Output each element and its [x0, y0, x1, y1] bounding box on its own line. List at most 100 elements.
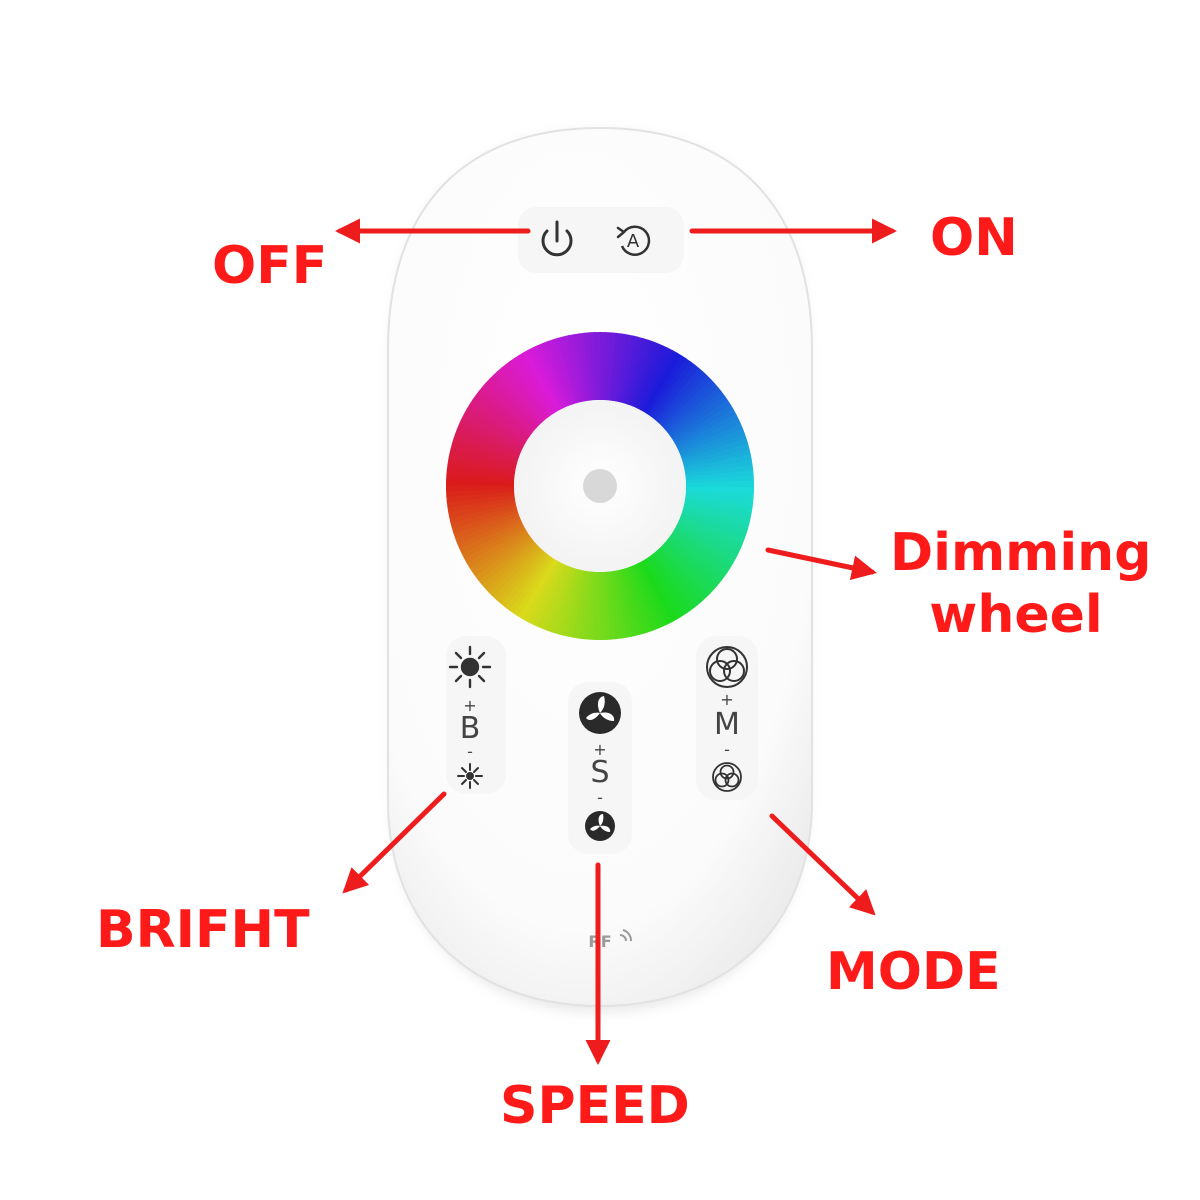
speed-minus: - — [597, 788, 603, 807]
wheel-segment — [665, 387, 723, 434]
wheel-segment — [626, 339, 654, 406]
wheel-segment — [552, 337, 577, 405]
wheel-segment — [663, 382, 719, 432]
wheel-segment — [678, 518, 743, 550]
wheel-segment — [665, 538, 722, 586]
wheel-segment — [684, 497, 753, 514]
wheel-segment — [532, 344, 566, 409]
mode-plus: + — [720, 690, 734, 709]
wheel-segment — [551, 567, 577, 635]
wheel-segment — [611, 333, 628, 402]
wheel-segment — [594, 332, 602, 401]
wheel-segment — [527, 347, 563, 411]
wheel-segment — [556, 568, 580, 636]
wheel-segment — [455, 427, 521, 457]
wheel-segment — [531, 563, 566, 627]
mode-down-button[interactable] — [712, 762, 742, 792]
brightness-letter: B — [459, 711, 481, 746]
wheel-segment — [459, 417, 523, 452]
wheel-segment — [572, 570, 589, 639]
wheel-segment — [652, 364, 700, 421]
wheel-segment — [472, 394, 531, 438]
wheel-segment — [677, 520, 741, 555]
power-icon — [541, 220, 573, 257]
speed-down-button[interactable] — [585, 811, 615, 841]
wheel-segment — [449, 447, 517, 469]
wheel-segment — [669, 534, 728, 578]
off-button[interactable] — [533, 216, 581, 264]
sun-small-icon — [457, 763, 483, 789]
wheel-segment — [513, 354, 555, 415]
brightness-plus: + — [463, 696, 477, 715]
wheel-segment — [639, 560, 677, 623]
label-bright: BRIFHT — [96, 900, 310, 960]
wheel-segment — [645, 557, 687, 618]
wheel-segment — [611, 570, 627, 639]
top-button-panel — [518, 207, 684, 273]
wheel-segment — [682, 506, 750, 530]
wheel-segment — [447, 497, 516, 513]
wheel-segment — [453, 432, 520, 460]
wheel-segment — [674, 526, 736, 564]
wheel-segment — [489, 374, 541, 427]
wheel-segment — [466, 528, 528, 568]
wheel-segment — [474, 536, 533, 581]
speed-up-button[interactable] — [579, 692, 621, 734]
wheel-segment — [650, 553, 695, 612]
wheel-segment — [667, 536, 725, 582]
wheel-segment — [634, 345, 669, 409]
wheel-segment — [655, 368, 704, 423]
wheel-segment — [608, 571, 622, 640]
wheel-segment — [684, 453, 752, 472]
wheel-segment — [679, 428, 746, 458]
wheel-segment — [650, 361, 696, 419]
wheel-segment — [637, 561, 673, 625]
wheel-segment — [536, 564, 568, 629]
label-on: ON — [930, 208, 1018, 268]
wheel-segment — [657, 371, 708, 425]
svg-text:A: A — [627, 231, 640, 252]
wheel-segment — [451, 509, 519, 534]
wheel-segment — [447, 458, 516, 475]
wheel-segment — [454, 514, 521, 544]
wheel-segment — [671, 399, 732, 441]
wheel-segment — [446, 491, 515, 503]
wheel-segment — [509, 357, 553, 417]
label-dimming-wheel: Dimming wheel — [890, 523, 1152, 646]
wheel-segment — [614, 570, 633, 638]
label-off: OFF — [212, 236, 328, 296]
wheel-segment — [458, 520, 523, 554]
wheel-segment — [485, 378, 539, 429]
wheel-segment — [471, 533, 531, 577]
on-button[interactable]: A — [609, 216, 657, 264]
wheel-segment — [645, 355, 688, 416]
dimming-wheel[interactable] — [446, 332, 755, 641]
wheel-segment — [512, 556, 555, 617]
brightness-down-button[interactable] — [457, 763, 483, 789]
wheel-segment — [620, 568, 643, 636]
wheel-segment — [667, 391, 726, 436]
brightness-up-button[interactable] — [448, 645, 492, 689]
wheel-segment — [670, 531, 731, 574]
wheel-segment — [561, 569, 583, 637]
wheel-segment — [617, 335, 639, 403]
wheel-segment — [522, 560, 560, 622]
wheel-segment — [450, 506, 518, 529]
label-mode: MODE — [826, 942, 1001, 1002]
mode-up-button[interactable] — [706, 646, 748, 688]
wheel-segment — [642, 558, 682, 620]
arrow-mode — [769, 813, 876, 916]
wheel-segment — [637, 347, 674, 411]
wheel-segment — [626, 566, 653, 633]
wheel-segment — [680, 512, 747, 540]
wheel-segment — [446, 463, 515, 478]
wheel-segment — [605, 571, 617, 640]
wheel-segment — [461, 523, 525, 559]
annotation-arrows — [335, 218, 897, 1065]
wheel-segment — [526, 561, 563, 625]
wheel-center-dot[interactable] — [583, 469, 617, 503]
wheel-segment — [451, 437, 519, 463]
wheel-segment — [500, 551, 548, 608]
wheel-segment — [680, 433, 747, 460]
auto-mode-icon: A — [616, 225, 651, 256]
